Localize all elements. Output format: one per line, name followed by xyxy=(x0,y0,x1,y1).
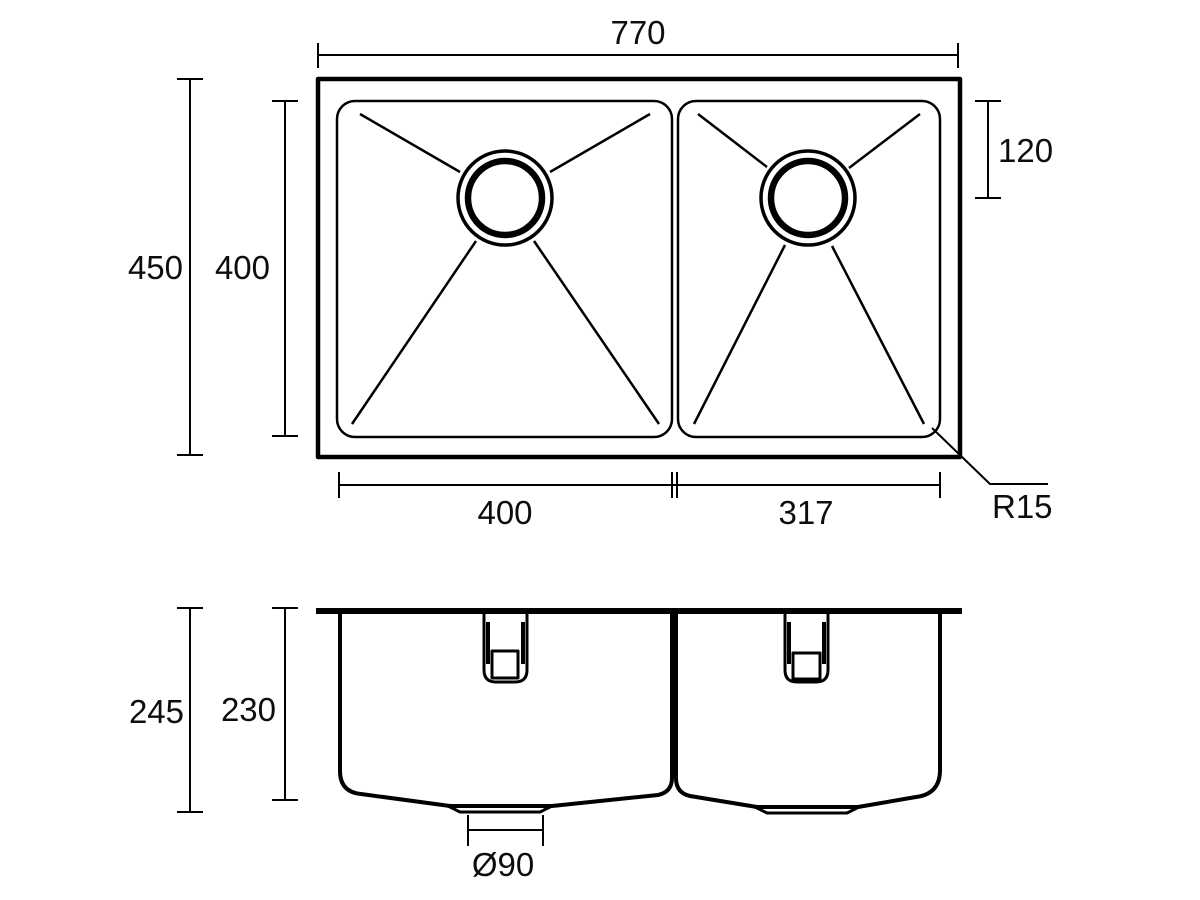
clip-screw-block xyxy=(490,649,520,680)
dim-overall-height-label: 245 xyxy=(129,693,184,730)
right-bowl-outline xyxy=(676,99,942,439)
dim-drain-offset: 120 xyxy=(975,100,1053,199)
dim-bowl-depth: 400 xyxy=(215,100,298,437)
dim-overall-depth-label: 450 xyxy=(128,249,183,286)
dim-overall-depth: 450 xyxy=(128,78,203,456)
dim-bowl-widths: 400 317 xyxy=(338,472,941,531)
dim-drain-offset-label: 120 xyxy=(998,132,1053,169)
dim-overall-height: 245 xyxy=(129,607,203,813)
right-bowl-profile xyxy=(674,613,942,809)
left-bowl-outline xyxy=(335,99,674,439)
cross-line xyxy=(359,112,461,174)
dim-corner-radius: R15 xyxy=(931,427,1053,525)
dim-bowl-height-label: 230 xyxy=(221,691,276,728)
dim-bowl-height: 230 xyxy=(221,607,298,801)
dim-corner-radius-label: R15 xyxy=(992,488,1053,525)
dim-left-bowl-width-label: 400 xyxy=(477,494,532,531)
cross-line xyxy=(848,113,921,169)
dim-waste-diameter: Ø90 xyxy=(467,815,544,883)
dim-overall-width: 770 xyxy=(317,14,959,68)
clip-outline xyxy=(783,612,830,684)
right-drain-inner-ring xyxy=(767,157,849,239)
dim-waste-diameter-label: Ø90 xyxy=(472,846,534,883)
right-drain xyxy=(759,149,857,247)
right-drain-outer-ring xyxy=(759,149,857,247)
top-view-plan: 770 450 400 120 xyxy=(128,14,1053,531)
cross-line xyxy=(350,240,478,425)
right-drain-boss xyxy=(754,805,860,815)
cross-line xyxy=(830,245,926,425)
left-mounting-clip xyxy=(482,612,529,684)
clip-spring-bar xyxy=(822,622,826,664)
clip-outline xyxy=(482,612,529,684)
left-bowl-profile xyxy=(338,613,674,808)
clip-spring-bar xyxy=(486,622,490,664)
cross-line xyxy=(692,244,787,425)
clip-spring-bar xyxy=(787,622,791,664)
clip-spring-bar xyxy=(521,622,525,664)
left-drain-boss xyxy=(447,804,553,814)
left-drain-inner-ring xyxy=(464,157,546,239)
cross-line xyxy=(532,240,661,425)
right-bowl-cross-lines xyxy=(692,113,926,425)
leader-line xyxy=(931,427,1048,485)
cross-line xyxy=(697,113,768,168)
right-mounting-clip xyxy=(783,612,830,684)
clip-screw-block xyxy=(791,651,822,681)
front-view-elevation: 245 230 Ø90 xyxy=(129,607,962,883)
dim-overall-width-label: 770 xyxy=(610,14,665,51)
sink-outline xyxy=(315,76,963,460)
cross-line xyxy=(549,112,651,174)
dim-right-bowl-width-label: 317 xyxy=(778,494,833,531)
drawing-root: 770 450 400 120 xyxy=(128,14,1053,883)
dim-bowl-depth-label: 400 xyxy=(215,249,270,286)
left-bowl-cross-lines xyxy=(350,112,661,425)
left-drain-outer-ring xyxy=(456,149,554,247)
left-drain xyxy=(456,149,554,247)
